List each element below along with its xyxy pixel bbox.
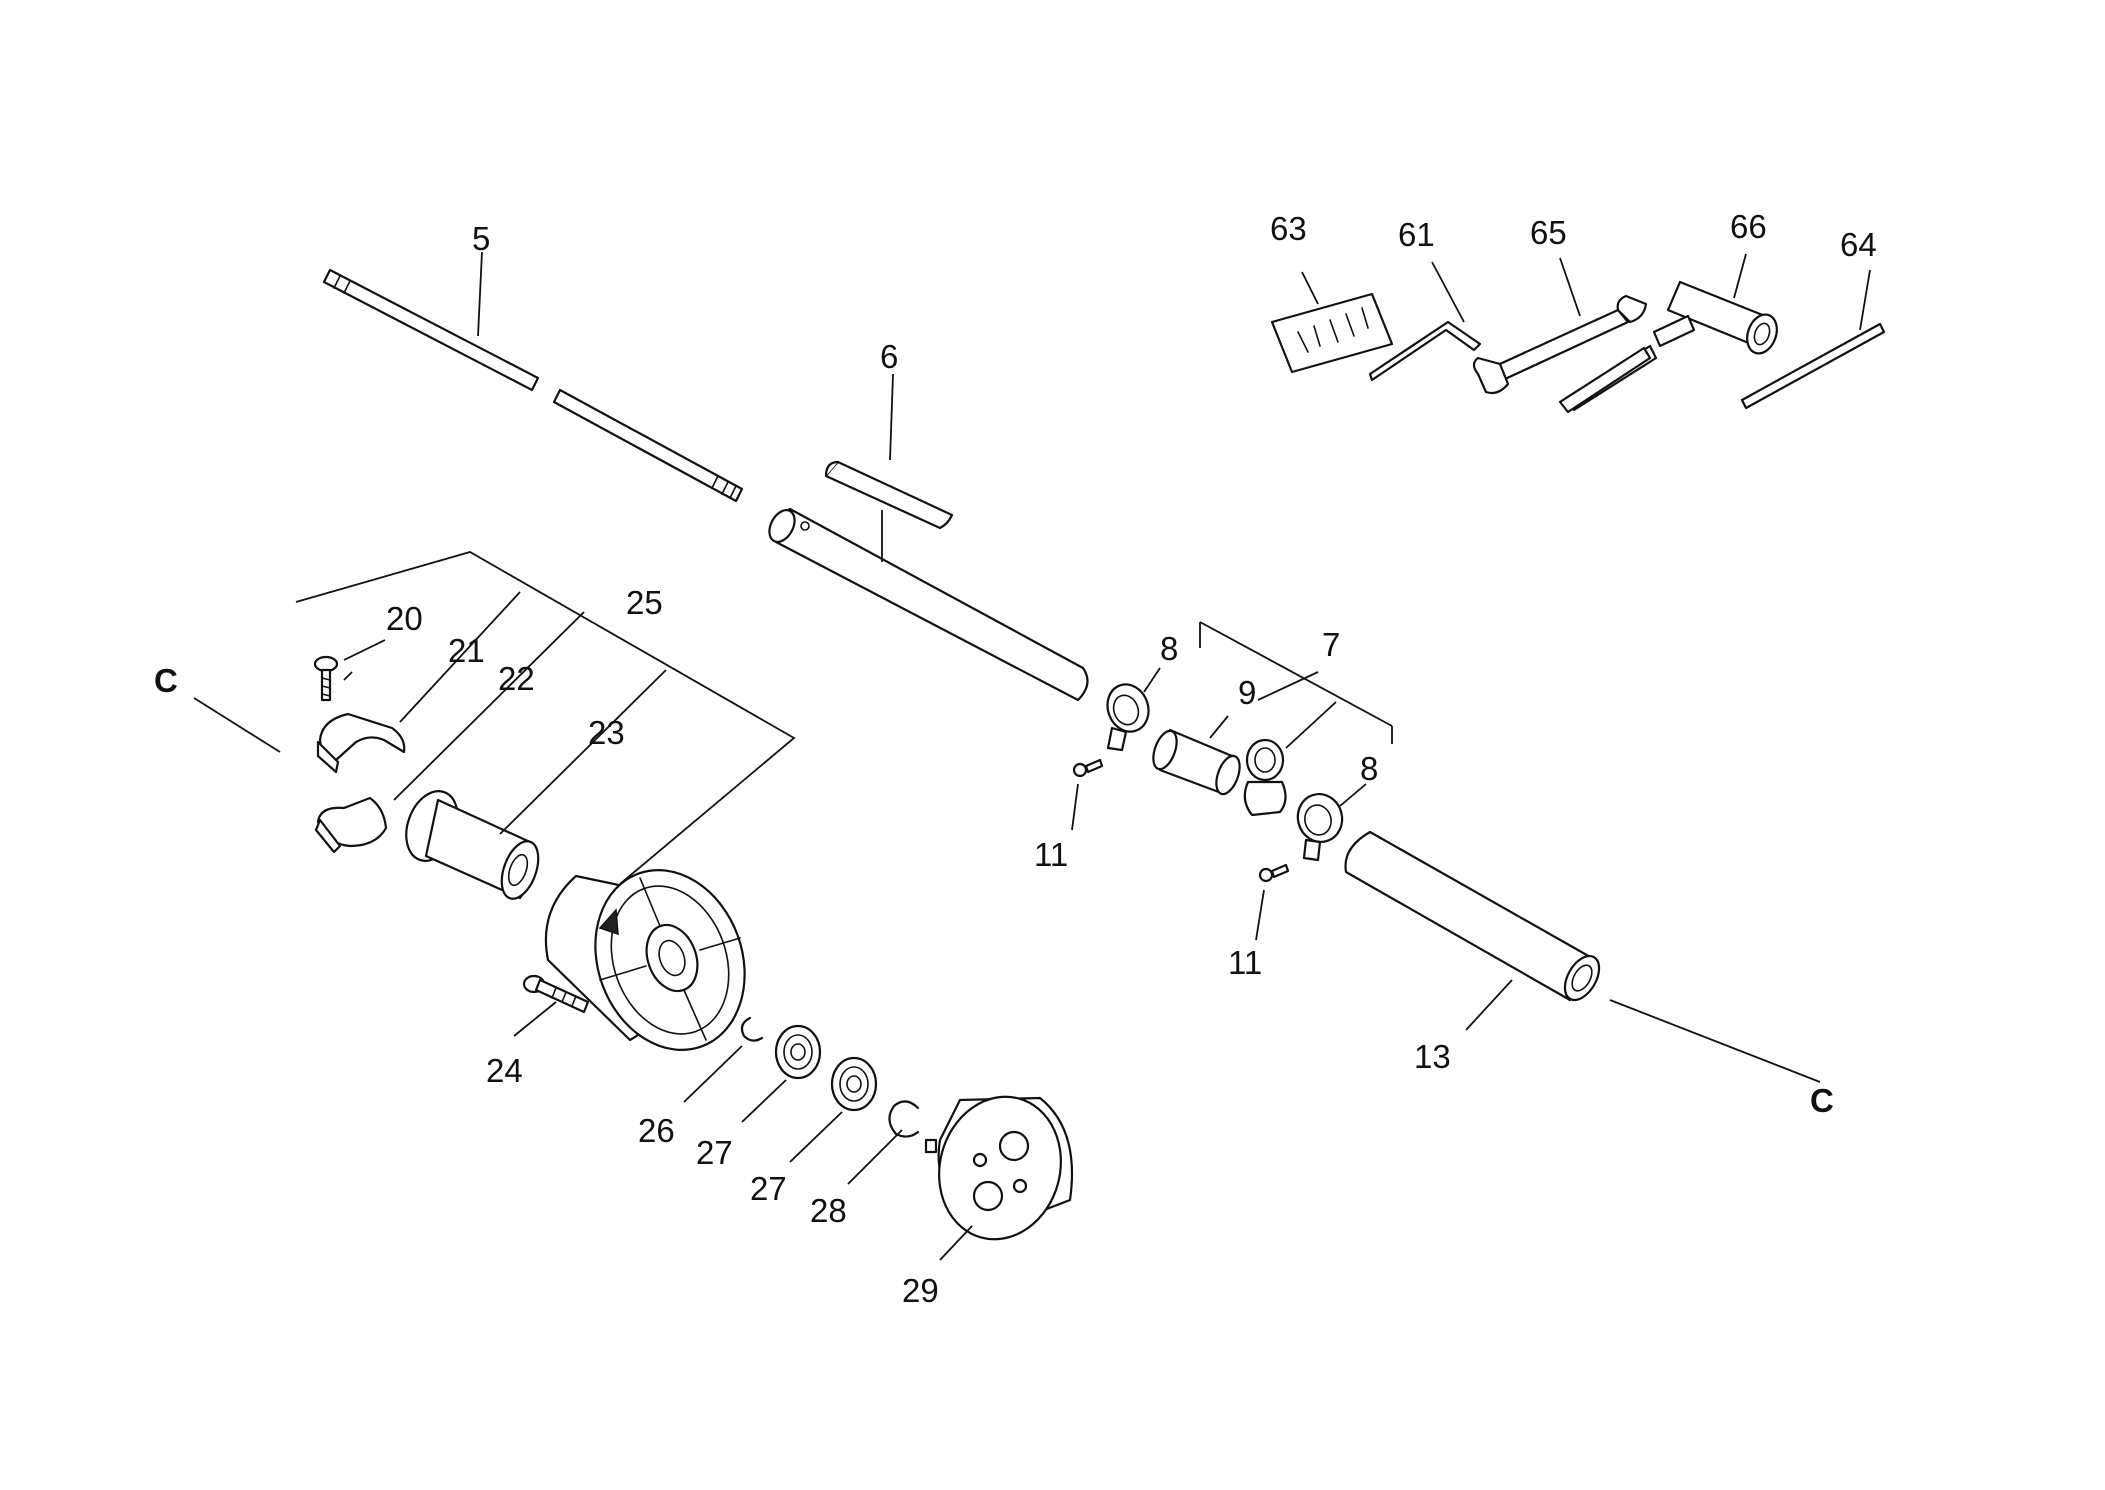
callout-13: 13 — [1414, 1038, 1451, 1075]
callout-8-right: 8 — [1360, 750, 1378, 787]
callout-29: 29 — [902, 1272, 939, 1309]
part-9-connector-sleeve — [1152, 728, 1241, 796]
part-25-gear-case — [544, 869, 746, 1051]
callout-27-b: 27 — [750, 1170, 787, 1207]
callout-5: 5 — [472, 220, 490, 257]
part-61-hex-key — [1368, 320, 1482, 382]
part-11-screw-upper — [1072, 758, 1104, 778]
callout-22: 22 — [498, 660, 535, 697]
callout-65: 65 — [1530, 214, 1567, 251]
section-mark-c-right: C — [1810, 1082, 1834, 1119]
callout-21: 21 — [448, 632, 485, 669]
callout-11-lower: 11 — [1228, 944, 1262, 981]
callout-7: 7 — [1322, 626, 1340, 663]
callout-27-a: 27 — [696, 1134, 733, 1171]
callout-25: 25 — [626, 584, 663, 621]
leader-lines — [193, 251, 1871, 1261]
part-26-snap-ring — [740, 1016, 764, 1042]
part-24-bolt — [522, 974, 590, 1014]
part-28-circlip — [888, 1100, 920, 1138]
section-mark-c-left: C — [154, 662, 178, 699]
part-13-lower-tube — [1344, 830, 1601, 1002]
part-63-label-sticker — [1270, 292, 1394, 374]
callout-64: 64 — [1840, 226, 1877, 263]
callout-8-left: 8 — [1160, 630, 1178, 667]
callout-labels: 5 6 63 61 65 66 64 8 7 9 8 11 11 13 20 2… — [154, 208, 1877, 1309]
part-29-clutch-drum — [924, 1095, 1074, 1241]
part-66-plug-wrench — [1558, 280, 1778, 414]
main-shaft-tube-upper — [768, 507, 1089, 702]
part-65-wrench — [1472, 294, 1648, 395]
callout-28: 28 — [810, 1192, 847, 1229]
callout-24: 24 — [486, 1052, 523, 1089]
part-23-bearing-housing — [405, 790, 540, 900]
callout-23: 23 — [588, 714, 625, 751]
callout-26: 26 — [638, 1112, 675, 1149]
part-22-clamp-half — [314, 796, 388, 854]
part-8-clamp-left — [1106, 683, 1150, 752]
part-27-bearing-a — [774, 1024, 822, 1080]
part-64-pin-rod — [1740, 322, 1886, 410]
part-5-drive-shaft — [322, 268, 744, 503]
part-27-bearing-b — [830, 1056, 878, 1112]
part-21-clamp-half — [316, 712, 406, 774]
callout-66: 66 — [1730, 208, 1767, 245]
callout-9: 9 — [1238, 674, 1256, 711]
part-8-clamp-right — [1296, 793, 1344, 862]
callout-63: 63 — [1270, 210, 1307, 247]
part-11-screw-lower — [1258, 863, 1290, 883]
callout-6: 6 — [880, 338, 898, 375]
callout-11-upper: 11 — [1034, 836, 1068, 873]
callout-61: 61 — [1398, 216, 1435, 253]
part-7-ring-clamp — [1243, 738, 1287, 817]
part-6-sleeve — [824, 460, 954, 530]
callout-20: 20 — [386, 600, 423, 637]
part-20-bolt — [313, 655, 339, 702]
